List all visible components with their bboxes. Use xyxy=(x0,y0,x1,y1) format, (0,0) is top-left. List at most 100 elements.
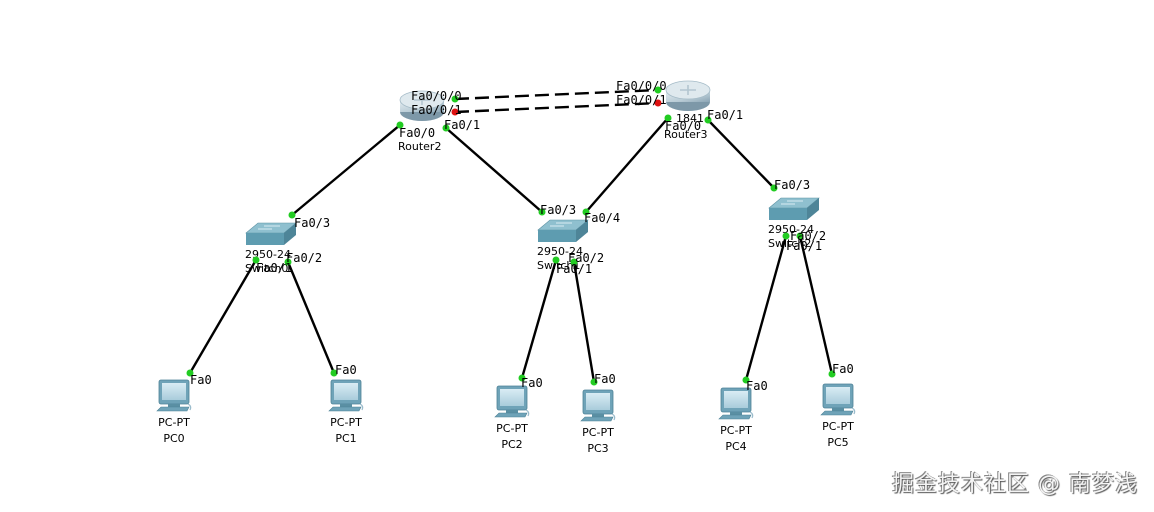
links-layer xyxy=(188,88,834,383)
device-model-label: PC-PT xyxy=(158,416,190,429)
port-label: Fa0/1 xyxy=(556,262,592,276)
link-router3-switch2[interactable] xyxy=(707,119,775,189)
port-label: Fa0/3 xyxy=(294,216,330,230)
port-label: Fa0 xyxy=(746,379,768,393)
device-name-label: PC0 xyxy=(163,432,184,445)
device-router2[interactable]: Router2 xyxy=(398,90,445,153)
router-icon xyxy=(665,80,711,111)
device-model-label: PC-PT xyxy=(330,416,362,429)
link-switch1-pc2[interactable] xyxy=(520,259,558,379)
port-label: Fa0/0 xyxy=(399,126,435,140)
switch-icon xyxy=(768,197,820,220)
device-name-label: Switch1 xyxy=(537,259,580,272)
port-status-up xyxy=(538,208,546,216)
port-status-up xyxy=(570,258,578,266)
port-status-up xyxy=(796,232,804,240)
port-status-up xyxy=(518,374,526,382)
link-switch1-pc3[interactable] xyxy=(572,261,596,383)
port-status-up xyxy=(664,114,672,122)
port-status-up xyxy=(186,369,194,377)
port-status-up xyxy=(396,121,404,129)
port-status-down xyxy=(451,108,459,116)
device-pc5[interactable]: PC-PT PC5 xyxy=(820,383,856,449)
device-model-label: PC-PT xyxy=(822,420,854,433)
device-model-label: 1841 xyxy=(676,112,704,125)
device-name-label: PC3 xyxy=(587,442,608,455)
port-label: Fa0/2 xyxy=(568,251,604,265)
device-model-label: 2950-24 xyxy=(768,223,814,236)
port-status-up xyxy=(284,258,292,266)
device-pc0[interactable]: PC-PT PC0 xyxy=(156,379,192,445)
link-router2-router3[interactable] xyxy=(454,101,659,114)
device-name-label: PC5 xyxy=(827,436,848,449)
link-switch2-pc4[interactable] xyxy=(744,235,788,381)
port-label: Fa0/0/1 xyxy=(616,93,667,107)
watermark: 掘金技术社区 @ 南梦浅 xyxy=(892,472,1138,497)
link-router3-switch1[interactable] xyxy=(585,117,669,213)
switch-icon xyxy=(245,222,297,245)
port-label: Fa0/3 xyxy=(540,203,576,217)
pc-icon xyxy=(580,389,616,422)
link-router2-switch1[interactable] xyxy=(445,127,543,213)
port-label: Fa0 xyxy=(521,376,543,390)
link-switch0-pc0[interactable] xyxy=(188,259,258,374)
port-label: Fa0/4 xyxy=(584,211,620,225)
link-router2-switch0[interactable] xyxy=(291,124,401,216)
device-name-label: Switch2 xyxy=(768,237,811,250)
pc-icon xyxy=(820,383,856,416)
pc-icon xyxy=(494,385,530,418)
labels-layer: Fa0/0/0Fa0/0/0Fa0/0/1Fa0/0/1Fa0/0Fa0/3Fa… xyxy=(190,79,854,393)
device-name-label: Router2 xyxy=(398,140,441,153)
link-switch0-pc1[interactable] xyxy=(286,261,336,374)
port-status-up xyxy=(770,184,778,192)
port-label: Fa0/2 xyxy=(790,229,826,243)
device-model-label: PC-PT xyxy=(496,422,528,435)
port-label: Fa0 xyxy=(190,373,212,387)
port-status-up xyxy=(590,378,598,386)
port-status-up xyxy=(451,95,459,103)
port-label: Fa0/2 xyxy=(286,251,322,265)
port-status-up xyxy=(654,86,662,94)
port-status-up xyxy=(552,256,560,264)
link-router2-router3[interactable] xyxy=(454,88,659,101)
device-name-label: Router3 xyxy=(664,128,707,141)
port-label: Fa0/1 xyxy=(707,108,743,122)
devices-layer: Router21841Router32950-24Switch02950-24S… xyxy=(156,80,856,455)
switch-icon xyxy=(537,219,589,242)
port-label: Fa0/0/1 xyxy=(411,103,462,117)
device-pc2[interactable]: PC-PT PC2 xyxy=(494,385,530,451)
port-label: Fa0/1 xyxy=(786,239,822,253)
port-status-up xyxy=(288,211,296,219)
port-label: Fa0/1 xyxy=(256,261,292,275)
port-label: Fa0/3 xyxy=(774,178,810,192)
pc-icon xyxy=(718,387,754,420)
link-switch2-pc5[interactable] xyxy=(798,235,834,375)
port-label: Fa0 xyxy=(335,363,357,377)
port-status-up xyxy=(442,124,450,132)
device-model-label: 2950-24 xyxy=(537,245,583,258)
device-pc1[interactable]: PC-PT PC1 xyxy=(328,379,364,445)
port-status-up xyxy=(782,232,790,240)
port-status-up xyxy=(742,376,750,384)
port-label: Fa0 xyxy=(832,362,854,376)
port-status-up xyxy=(252,256,260,264)
device-name-label: PC2 xyxy=(501,438,522,451)
port-status-up xyxy=(704,116,712,124)
device-model-label: 2950-24 xyxy=(245,248,291,261)
device-name-label: PC1 xyxy=(335,432,356,445)
port-status-up xyxy=(330,369,338,377)
ports-layer xyxy=(186,86,836,386)
device-pc4[interactable]: PC-PT PC4 xyxy=(718,387,754,453)
device-name-label: PC4 xyxy=(725,440,746,453)
device-name-label: Switch0 xyxy=(245,262,288,275)
port-label: Fa0/1 xyxy=(444,118,480,132)
port-status-up xyxy=(828,370,836,378)
port-status-up xyxy=(582,208,590,216)
device-model-label: PC-PT xyxy=(720,424,752,437)
pc-icon xyxy=(156,379,192,412)
